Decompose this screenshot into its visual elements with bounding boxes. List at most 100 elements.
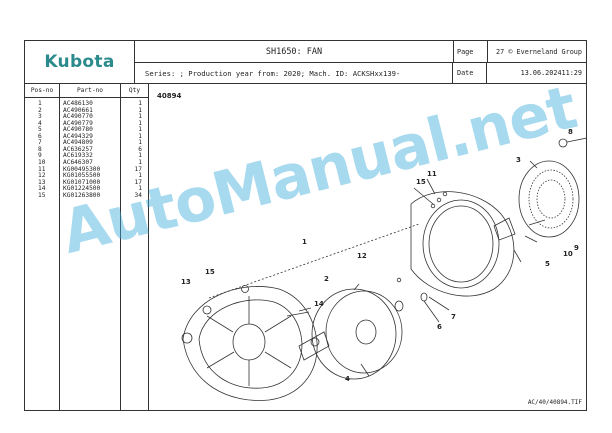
qty-cell: 1	[138, 172, 142, 180]
pos-cell: 7	[38, 139, 42, 147]
part-cell: KG01263800	[63, 191, 101, 199]
fan-wheel-hub	[355, 319, 377, 345]
qty-cell: 1	[138, 126, 142, 134]
col-pos-header: Pos-no	[25, 84, 60, 97]
pos-cell: 15	[38, 191, 46, 199]
col-divider	[59, 98, 60, 410]
callout-12: 12	[357, 252, 367, 260]
housing-spoke	[206, 315, 234, 333]
qty-cell: 1	[138, 152, 142, 160]
drive-plate	[298, 331, 330, 361]
exploded-drawing: 40894	[149, 84, 586, 410]
pos-cell: 6	[38, 132, 42, 140]
housing-spoke	[206, 351, 235, 369]
col-divider	[120, 98, 121, 410]
leader-2	[353, 283, 360, 291]
page-label: Page	[454, 41, 488, 62]
leader-4	[360, 363, 370, 377]
callout-9: 9	[574, 244, 579, 252]
col-part-header: Part-no	[60, 84, 121, 97]
page-meta: Page 27 © Everneland Group	[454, 41, 586, 63]
leader-5	[513, 249, 522, 263]
callout-10: 10	[563, 250, 573, 258]
leader-line	[208, 223, 420, 299]
bolt	[566, 137, 586, 143]
grille-mesh	[528, 169, 574, 229]
washer	[396, 277, 402, 283]
col-qty-header: Qty	[128, 87, 141, 94]
callout-8: 8	[568, 128, 573, 136]
pos-cell: 1	[38, 100, 42, 107]
grille-mesh	[536, 179, 566, 219]
shroud-ring-inner	[428, 205, 494, 283]
pos-cell: 13	[38, 178, 46, 186]
nut	[202, 305, 212, 315]
parts-table-header: Pos-no Part-no Qty	[25, 84, 148, 98]
plate-hole	[310, 337, 320, 347]
part-cell: AC486130	[63, 100, 93, 107]
spacer	[420, 292, 428, 302]
part-cell: KG01224500	[63, 185, 101, 193]
qty-cell: 6	[138, 145, 142, 153]
leader-7	[428, 296, 450, 311]
pos-cell: 10	[38, 158, 46, 166]
qty-cell: 34	[134, 191, 142, 199]
pos-cell: 8	[38, 145, 42, 153]
fan-wheel-face	[325, 290, 403, 374]
part-cell: AC490661	[63, 106, 93, 114]
pos-cell: 12	[38, 172, 46, 180]
nut	[241, 285, 249, 293]
callout-11: 11	[427, 170, 437, 178]
part-cell: AC490770	[63, 113, 93, 121]
callout-1: 1	[302, 238, 307, 246]
series-line: Series: ; Production year from: 2020; Ma…	[135, 63, 453, 83]
pos-cell: 11	[38, 165, 46, 173]
drawing-id: 40894	[157, 92, 182, 100]
part-cell: AC490779	[63, 119, 93, 127]
screw-9	[528, 219, 546, 226]
kubota-logo: Kubota	[44, 52, 115, 72]
leader-3	[529, 160, 538, 169]
callout-15-b: 15	[205, 268, 215, 276]
callout-7: 7	[451, 313, 456, 321]
qty-cell: 1	[138, 119, 142, 127]
table-row: 3 AC490770 1	[25, 113, 148, 120]
logo-cell: Kubota	[25, 41, 135, 83]
leader-6	[423, 300, 440, 323]
part-cell: KG00495300	[63, 165, 101, 173]
table-row: 4 AC490779 1	[25, 120, 148, 127]
screw	[436, 197, 442, 203]
part-cell: AC494329	[63, 132, 93, 140]
callout-15: 15	[416, 178, 426, 186]
callout-3: 3	[516, 156, 521, 164]
parts-sheet: Kubota SH1650: FAN Series: ; Production …	[24, 40, 587, 411]
page-number: 27	[496, 47, 505, 56]
date-value: 13.06.2024	[520, 69, 562, 77]
part-cell: AC490780	[63, 126, 93, 134]
callout-6: 6	[437, 323, 442, 331]
housing-spoke	[264, 351, 292, 369]
callout-2: 2	[324, 275, 329, 283]
screw	[430, 203, 436, 209]
shroud-ring	[422, 199, 500, 289]
qty-cell: 1	[138, 106, 142, 114]
part-cell: AC646307	[63, 158, 93, 166]
spacer	[394, 300, 404, 312]
pos-cell: 3	[38, 113, 42, 121]
leader-10	[524, 235, 538, 243]
pos-cell: 4	[38, 119, 42, 127]
qty-cell: 1	[138, 113, 142, 121]
drawing-reference: AC/40/40894.TIF	[527, 399, 582, 406]
date-meta: Date 13.06.2024 11:29	[454, 63, 586, 83]
housing-spoke	[264, 315, 292, 333]
callout-13: 13	[181, 278, 191, 286]
qty-cell: 1	[138, 158, 142, 166]
table-row: 15 KG01263800 34	[25, 192, 148, 199]
